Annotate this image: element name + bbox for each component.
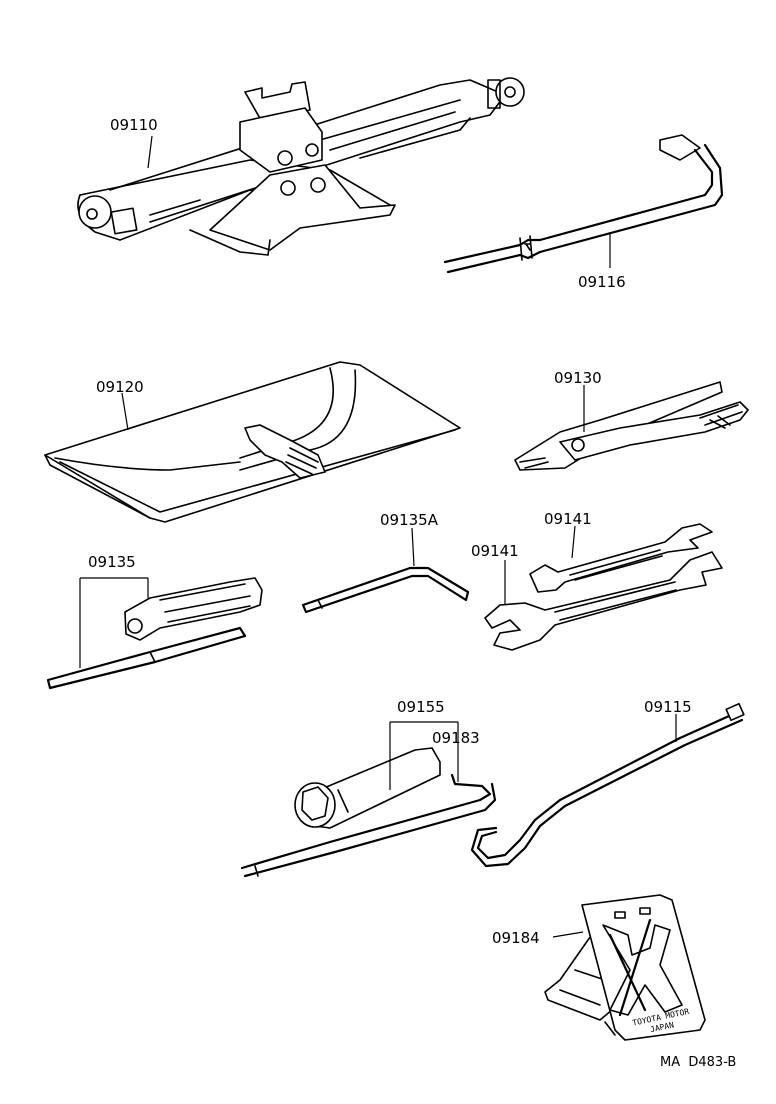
label-09184: 09184 [492, 929, 540, 947]
label-09130: 09130 [554, 369, 602, 387]
label-09183: 09183 [432, 729, 480, 747]
label-09135a: 09135A [380, 511, 439, 529]
label-09120: 09120 [96, 378, 144, 396]
label-09116: 09116 [578, 273, 626, 291]
hook-rod-drawing [470, 702, 745, 868]
handle-bar-drawing [240, 773, 497, 878]
screwdriver-drawing [46, 577, 263, 690]
diagram-code: MA D483-B [660, 1055, 736, 1070]
label-09115: 09115 [644, 698, 692, 716]
wrench-upper-drawing [529, 523, 713, 593]
jack-handle-drawing [443, 134, 724, 274]
tool-bag-drawing [44, 361, 461, 523]
pliers-drawing [514, 381, 749, 471]
screwdriver-alt-drawing [301, 566, 470, 614]
wheel-nut-wrench-drawing [294, 747, 441, 829]
label-09141-upper: 09141 [544, 510, 592, 528]
label-09141-lower: 09141 [471, 542, 519, 560]
wrench-lower-drawing [484, 551, 723, 651]
label-09155: 09155 [397, 698, 445, 716]
jack-drawing [77, 77, 525, 256]
label-09135: 09135 [88, 553, 136, 571]
label-09110: 09110 [110, 116, 158, 134]
wheel-chock-drawing: TOYOTA MOTOR JAPAN [544, 894, 706, 1041]
